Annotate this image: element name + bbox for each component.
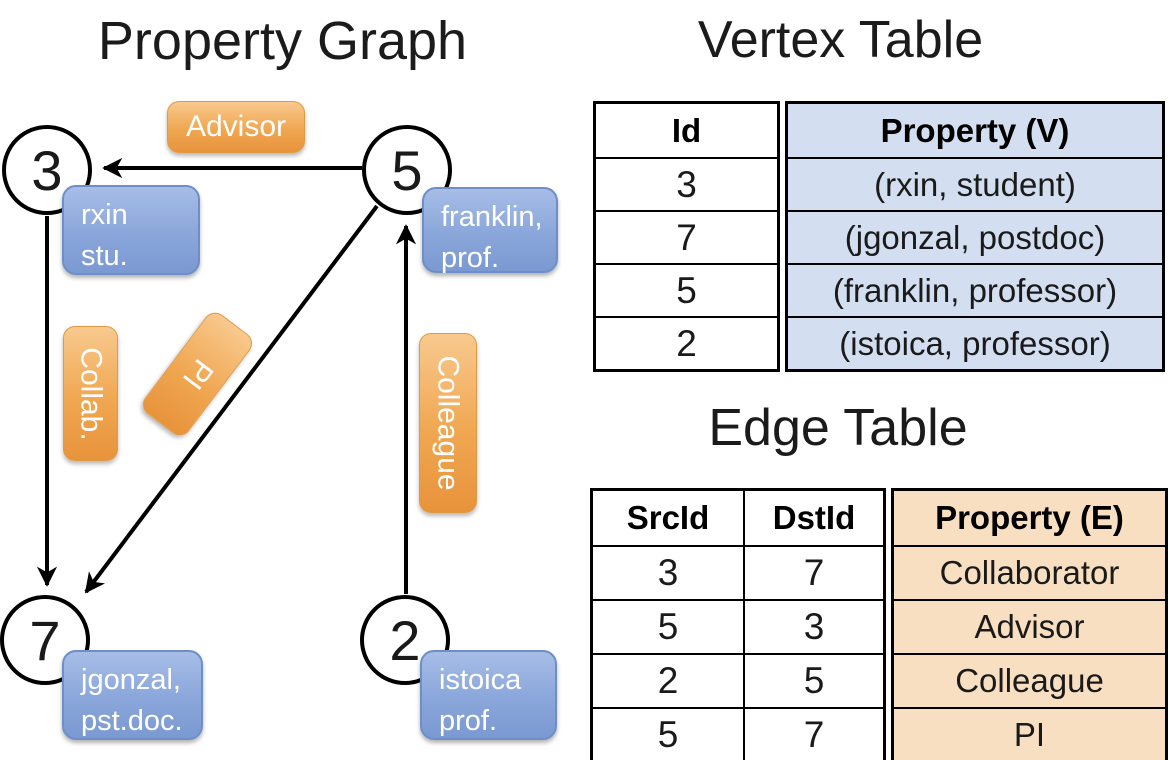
edge-table-property-cell: PI [894,707,1165,760]
vertex-label-3-line1: rxin [81,199,128,231]
node-3-id: 3 [31,138,63,202]
graph-edges [36,157,417,594]
vertex-table-id-column: Id 3 7 5 2 [593,101,780,372]
edge-table-property-column: Property (E) Collaborator Advisor Collea… [891,488,1168,760]
vertex-label-2: istoica prof. [420,650,557,740]
edge-label-collab-text: Collab. [74,346,108,441]
edge-label-pi-text: PI [176,353,220,396]
edge-table-dst-cell: 7 [743,707,883,760]
edge-table-property-cell: Collaborator [894,545,1165,599]
vertex-label-2-line2: prof. [439,705,498,738]
edge-5-7-arrow [84,204,379,594]
vertex-label-3: rxin stu. [62,185,200,275]
vertex-label-7: jgonzal, pst.doc. [62,650,203,740]
vertex-label-2-line1: istoica [439,664,522,696]
edge-table-property-cell: Advisor [894,599,1165,653]
edge-table-dst-cell: 3 [743,599,883,653]
node-5-id: 5 [391,138,423,202]
vertex-label-7-line1: jgonzal, [81,664,181,696]
edge-table-property-header: Property (E) [935,499,1124,536]
edge-table-dst-cell: 7 [743,545,883,599]
edge-table-src-cell: 3 [593,545,743,599]
node-2-id: 2 [389,608,421,672]
edge-table-src-header: SrcId [626,499,710,536]
edge-label-advisor-text: Advisor [185,110,287,143]
vertex-table-id-cell: 7 [596,210,777,263]
edge-table-dst-cell: 5 [743,653,883,707]
vertex-label-7-line2: pst.doc. [81,705,183,738]
edge-table-dst-header: DstId [743,491,883,545]
vertex-table-id-cell: 3 [596,157,777,210]
edge-label-advisor: Advisor [167,101,305,153]
edge-label-collab: Collab. [63,326,118,461]
vertex-table-id-cell: 2 [596,316,777,369]
vertex-table-title: Vertex Table [697,11,984,69]
edge-table-src-cell: 5 [593,707,743,760]
vertex-label-3-line2: stu. [81,240,128,273]
vertex-table-property-cell: (franklin, professor) [788,263,1162,316]
vertex-table-property-cell: (jgonzal, postdoc) [788,210,1162,263]
edge-table-src-cell: 5 [593,599,743,653]
property-graph-title: Property Graph [97,11,468,71]
edge-label-colleague-text: Colleague [432,355,466,491]
edge-table-src-cell: 2 [593,653,743,707]
vertex-label-5: franklin, prof. [422,187,558,274]
vertex-table-property-header: Property (V) [880,111,1070,149]
vertex-table-property-cell: (rxin, student) [788,157,1162,210]
node-7-id: 7 [29,608,61,672]
edge-label-colleague: Colleague [419,333,477,513]
node-2: 2 [360,595,450,685]
edge-table-title: Edge Table [708,399,968,457]
vertex-label-5-line1: franklin, [441,201,543,233]
vertex-table-property-cell: (istoica, professor) [788,316,1162,369]
vertex-table-id-header: Id [671,111,702,149]
vertex-table-id-cell: 5 [596,263,777,316]
vertex-table-property-column: Property (V) (rxin, student) (jgonzal, p… [785,101,1165,372]
edge-table-src-dst-columns: SrcId DstId 3 7 5 3 2 5 5 7 [590,488,886,760]
vertex-label-5-line2: prof. [441,242,500,275]
edge-table-property-cell: Colleague [894,653,1165,707]
